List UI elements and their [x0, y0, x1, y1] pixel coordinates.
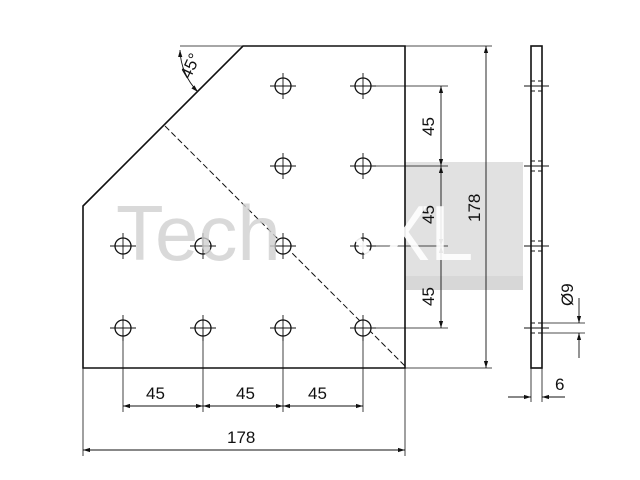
pitch-y-2: 45	[419, 205, 438, 224]
pitch-x-3: 45	[308, 384, 327, 403]
watermark-xxl: XXL	[326, 189, 473, 277]
pitch-x-2: 45	[236, 384, 255, 403]
height-total-label: 178	[465, 194, 484, 222]
mounting-hole	[190, 233, 216, 259]
mounting-hole	[270, 233, 296, 259]
hole-diameter-label: Ø9	[558, 283, 577, 306]
side-hole	[524, 322, 549, 334]
side-hole	[524, 240, 549, 252]
thickness-label: 6	[555, 375, 564, 394]
right-dimensions: 45 45 45 178	[370, 45, 492, 369]
side-view: 6 Ø9	[508, 45, 585, 402]
side-hole	[524, 80, 549, 92]
mounting-hole	[350, 153, 376, 179]
chamfer-edge	[82, 45, 244, 207]
width-total-label: 178	[227, 428, 255, 447]
mounting-hole	[270, 73, 296, 99]
bottom-dimensions: 45 45 45 178	[82, 330, 406, 456]
pitch-y-3: 45	[419, 287, 438, 306]
side-hole	[524, 160, 549, 172]
pitch-y-1: 45	[419, 117, 438, 136]
pitch-x-1: 45	[146, 384, 165, 403]
mounting-hole	[350, 233, 376, 259]
mounting-hole	[110, 233, 136, 259]
watermark-tech: Tech	[116, 189, 281, 277]
mounting-hole	[270, 153, 296, 179]
angle-arc	[178, 49, 199, 93]
